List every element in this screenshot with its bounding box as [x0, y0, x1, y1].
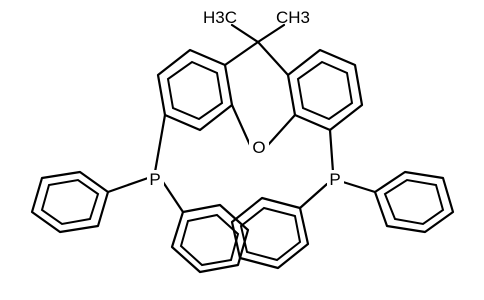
left-phenyl-a: [30, 170, 110, 234]
oxygen-atom: O: [249, 137, 269, 157]
svg-text:P: P: [149, 170, 160, 189]
left-phosphine-bonds: [106, 113, 185, 214]
svg-text:CH3: CH3: [276, 8, 310, 27]
right-phenyl-b: [230, 196, 310, 270]
right-phosphine-bonds: [298, 128, 377, 210]
svg-text:O: O: [252, 138, 265, 157]
xanthene-left-ring: [156, 48, 234, 132]
gem-dimethyl-bonds: [230, 23, 286, 44]
left-phenyl-b: [170, 203, 250, 274]
right-phenyl-a: [373, 170, 455, 234]
phosphorus-right-atom: P: [327, 170, 344, 189]
xanthene-central-ring: [223, 40, 297, 147]
methyl-right-label: CH3: [276, 8, 310, 27]
phosphorus-left-atom: P: [147, 170, 164, 189]
xanthene-right-ring: [286, 48, 364, 132]
svg-text:P: P: [329, 170, 340, 189]
svg-text:H3C: H3C: [203, 8, 237, 27]
methyl-left-label: H3C: [203, 8, 237, 27]
